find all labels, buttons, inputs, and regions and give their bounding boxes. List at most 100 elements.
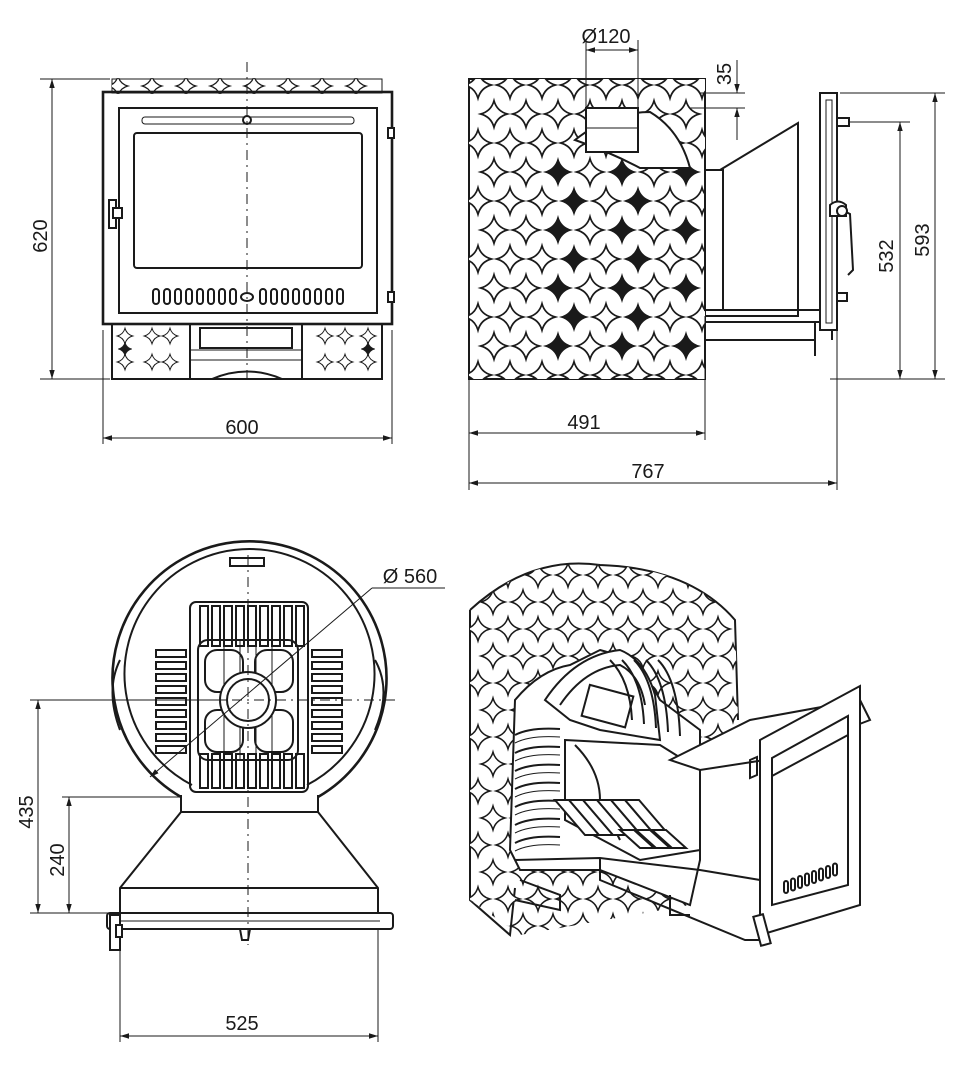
iso-lattice-star — [585, 886, 611, 912]
grid-bar — [155, 721, 187, 730]
iso-grid-band — [514, 772, 561, 780]
plan-stone-grid — [155, 605, 343, 789]
front-base-star — [117, 341, 133, 357]
air-slot — [229, 288, 237, 305]
air-slot — [174, 288, 182, 305]
iso-lattice-star — [525, 616, 551, 642]
dim-front-height: 620 — [30, 219, 52, 252]
side-lattice-star — [575, 273, 605, 303]
grid-bar — [211, 605, 221, 647]
side-lattice-star — [672, 332, 700, 360]
iso-lattice-star — [645, 616, 671, 642]
iso-lattice-star — [600, 589, 626, 615]
iso-lattice-star — [705, 670, 731, 696]
side-lattice-star — [495, 302, 525, 332]
iso-lattice-star — [540, 589, 566, 615]
iso-lattice-star — [495, 670, 521, 696]
side-lattice-star — [479, 99, 509, 129]
grid-bar — [311, 733, 343, 742]
iso-lattice-star — [555, 563, 581, 588]
air-slot — [270, 288, 278, 305]
grid-bar — [271, 753, 281, 789]
side-lattice-star — [559, 360, 589, 379]
side-lattice-star — [479, 273, 509, 303]
iso-grid-band — [514, 790, 561, 798]
iso-lattice-star — [510, 643, 536, 669]
front-base-star — [143, 353, 161, 371]
dim-body-diameter: Ø 560 — [383, 566, 437, 588]
side-lattice-star — [560, 245, 588, 273]
side-lattice-star — [527, 244, 557, 274]
side-lattice-star — [672, 274, 700, 302]
iso-lattice-star — [660, 643, 686, 669]
side-lattice-star — [527, 186, 557, 216]
iso-lattice-star — [495, 886, 521, 912]
side-dimensions: Ø120 35 532 593 491 767 — [468, 26, 945, 490]
side-lattice-star — [591, 244, 621, 274]
side-lattice-star — [479, 215, 509, 245]
dim-side-depth-body: 491 — [567, 412, 600, 434]
front-base-star — [316, 353, 334, 371]
air-slot — [292, 288, 300, 305]
side-view — [468, 78, 855, 380]
iso-lattice-star — [540, 643, 566, 669]
iso-grid-band — [514, 727, 561, 736]
side-lattice-star — [624, 187, 652, 215]
front-base-star — [336, 327, 354, 345]
side-lattice-star — [511, 99, 541, 129]
grid-bar — [259, 605, 269, 647]
iso-lattice-star — [570, 589, 596, 615]
grid-bar — [311, 745, 343, 754]
iso-grate-bar — [649, 829, 689, 849]
iso-lattice-star — [555, 616, 581, 642]
air-slot — [281, 288, 289, 305]
iso-lattice-star — [510, 913, 536, 935]
iso-grate-bar — [633, 829, 673, 849]
iso-grid-band — [514, 763, 561, 772]
front-base-star — [143, 327, 161, 345]
side-lattice-star — [544, 274, 572, 302]
front-base-star — [360, 341, 376, 357]
side-lattice-star — [479, 157, 509, 187]
iso-lattice-star — [705, 886, 731, 912]
side-lattice-star — [495, 128, 525, 158]
side-lattice-star — [511, 157, 541, 187]
iso-lattice-star — [480, 913, 506, 935]
front-air-slots — [152, 288, 344, 305]
grid-bar — [295, 605, 305, 647]
iso-lattice-star — [660, 589, 686, 615]
iso-grid-band — [609, 659, 633, 721]
air-slot — [196, 288, 204, 305]
front-view — [101, 62, 395, 385]
side-lattice-star — [543, 99, 573, 129]
side-lattice-star — [544, 216, 572, 244]
grid-bar — [155, 697, 187, 706]
side-lattice-star — [655, 186, 685, 216]
iso-lattice-star — [705, 563, 731, 588]
side-lattice-star — [511, 331, 541, 361]
dim-side-depth-total: 767 — [631, 461, 664, 483]
side-lattice-star — [591, 186, 621, 216]
side-lattice-star — [687, 128, 705, 158]
iso-lattice-star — [630, 589, 656, 615]
side-lattice-star — [608, 274, 636, 302]
grid-bar — [223, 605, 233, 647]
grid-bar — [283, 753, 293, 789]
iso-lattice-star — [675, 616, 701, 642]
side-lattice-star — [527, 302, 557, 332]
air-slot — [185, 288, 193, 305]
grid-bar — [199, 753, 209, 789]
side-lattice-star — [479, 331, 509, 361]
iso-grid-band — [514, 817, 561, 826]
dim-plan-width: 525 — [225, 1013, 258, 1035]
iso-lattice-star — [510, 589, 536, 615]
dim-plan-flue-offset: 435 — [16, 795, 38, 828]
side-lattice-star — [671, 99, 701, 129]
dim-flue-diameter: Ø120 — [582, 26, 631, 48]
iso-grid-band — [645, 659, 669, 733]
iso-door-slot — [790, 877, 796, 892]
front-base-star — [336, 353, 354, 371]
plan-dimensions: 435 240 525 — [16, 699, 379, 1042]
dim-plan-door-offset: 240 — [47, 843, 69, 876]
